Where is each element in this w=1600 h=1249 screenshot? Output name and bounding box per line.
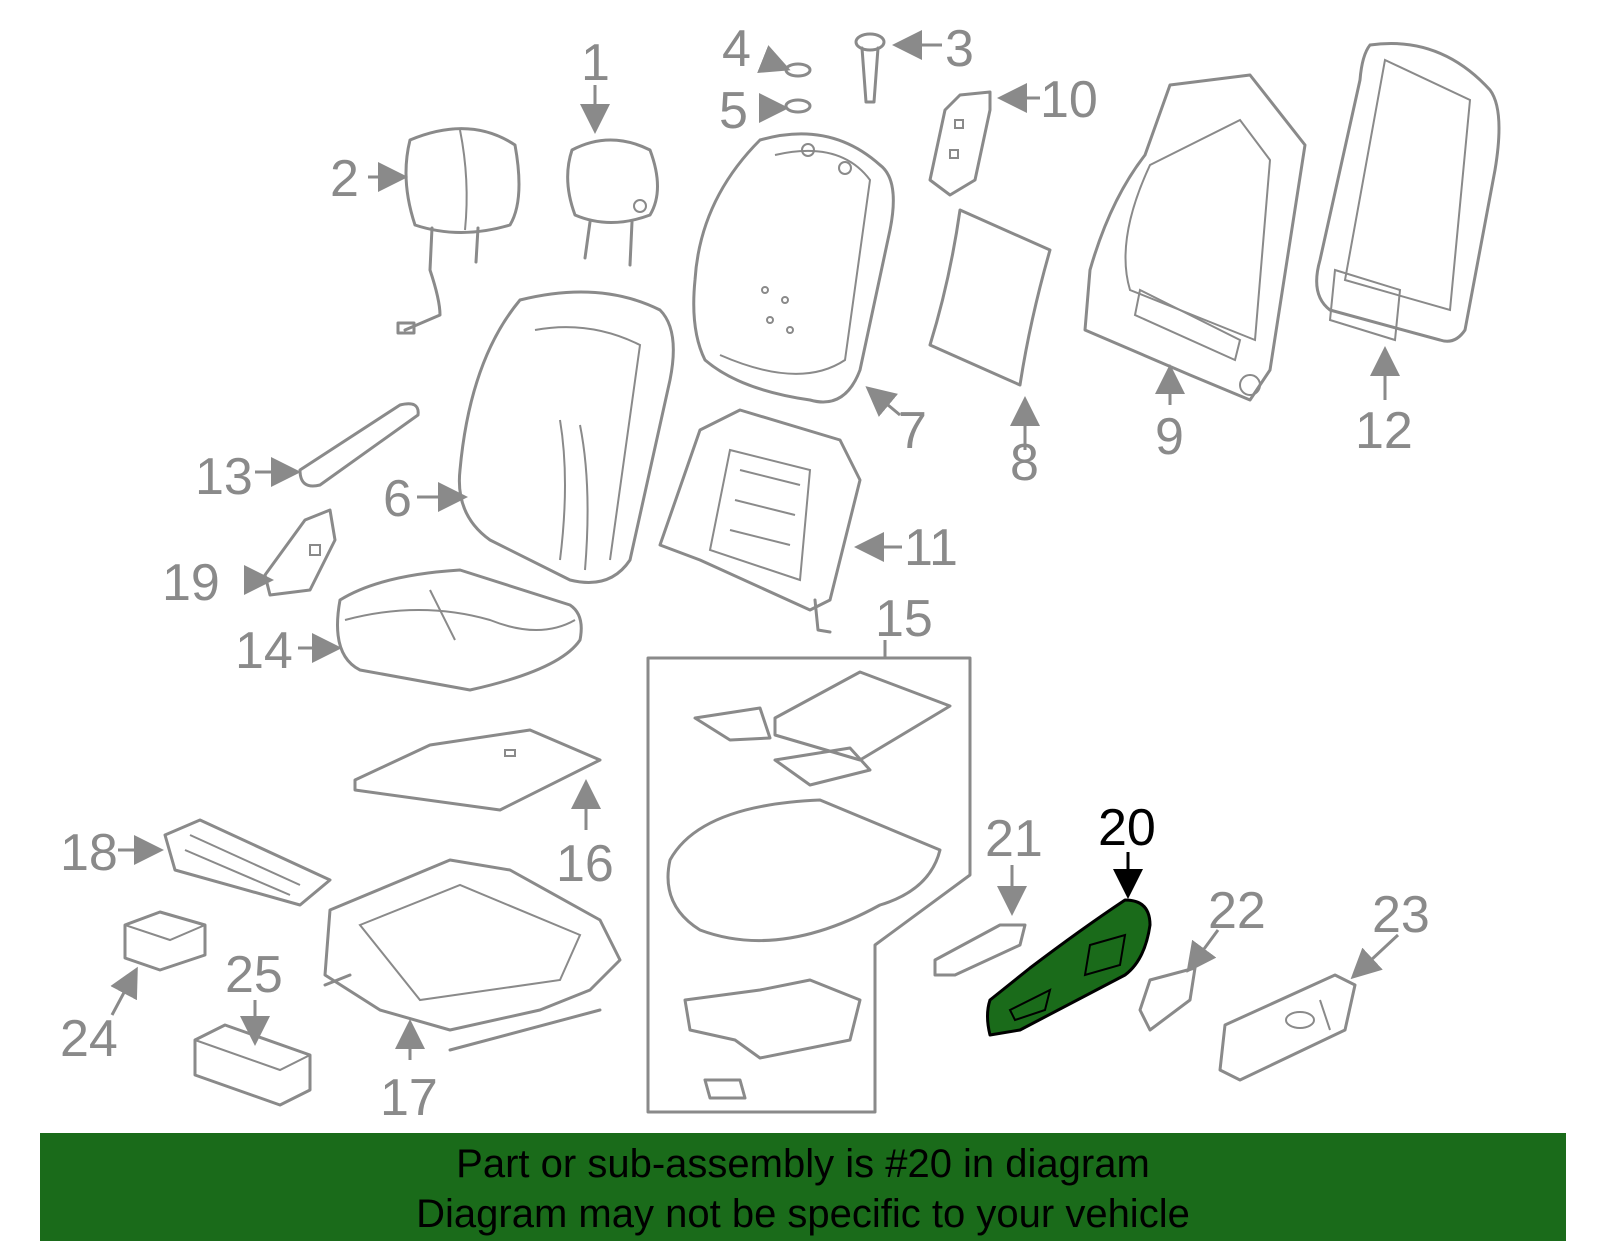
part-24-module	[123, 910, 207, 972]
callout-16: 16	[556, 835, 614, 893]
part-23-seat-switch-assembly	[1218, 973, 1357, 1082]
callout-6: 6	[383, 470, 412, 528]
part-11-back-suspension	[658, 408, 862, 634]
callout-4: 4	[722, 20, 751, 78]
banner-line-1: Part or sub-assembly is #20 in diagram	[456, 1142, 1150, 1186]
callout-25: 25	[225, 946, 283, 1004]
part-19-bracket	[263, 508, 337, 597]
callout-22: 22	[1208, 882, 1266, 940]
leader-lines	[110, 30, 1400, 1060]
part-3-headrest-guide	[854, 32, 886, 104]
part-13-trim-strip	[298, 402, 420, 488]
part-16-heater-mat	[353, 728, 602, 812]
part-4-grommet	[784, 62, 812, 78]
callout-numbers: 1 2 3 4 5 6 7 8 9 10 11 12 13 14 15 16 1…	[60, 20, 1430, 1127]
callout-12: 12	[1355, 402, 1413, 460]
part-12-rear-back-panel	[1315, 41, 1501, 343]
callout-8: 8	[1010, 434, 1039, 492]
part-10-bracket	[928, 90, 992, 197]
part-17-seat-frame	[323, 858, 622, 1052]
callout-1: 1	[581, 34, 610, 92]
callout-23: 23	[1372, 886, 1430, 944]
callout-17: 17	[380, 1069, 438, 1127]
part-7-seatback-cover	[692, 132, 895, 404]
callout-24: 24	[60, 1010, 118, 1068]
notice-banner: Part or sub-assembly is #20 in diagram D…	[40, 1133, 1566, 1241]
part-6-seatback-trim	[457, 290, 675, 584]
part-2-headrest-with-cable	[396, 127, 521, 335]
part-25-control-module	[193, 1023, 312, 1107]
part-5-grommet	[784, 98, 812, 114]
callout-7: 7	[898, 402, 927, 460]
callout-19: 19	[162, 554, 220, 612]
callout-15: 15	[875, 590, 933, 648]
callout-10: 10	[1040, 71, 1098, 129]
part-18-cushion-pad	[163, 818, 332, 907]
callout-5: 5	[719, 82, 748, 140]
part-8-back-panel	[928, 208, 1052, 387]
part-1-headrest	[566, 138, 659, 267]
callout-11: 11	[904, 519, 958, 577]
callout-13: 13	[195, 448, 253, 506]
callout-3: 3	[945, 20, 974, 78]
part-9-seatback-frame	[1083, 73, 1307, 402]
callout-20-highlighted: 20	[1098, 799, 1156, 857]
part-20-side-shield-highlighted	[986, 898, 1152, 1037]
callout-9: 9	[1155, 408, 1184, 466]
part-21-bracket	[933, 923, 1027, 977]
callout-2: 2	[330, 150, 359, 208]
callout-18: 18	[60, 824, 118, 882]
part-22-bezel	[1138, 966, 1197, 1032]
part-14-cushion-cover	[336, 568, 583, 692]
part-15-cushion-group-box	[646, 656, 972, 1114]
banner-line-2: Diagram may not be specific to your vehi…	[416, 1192, 1190, 1236]
banner-background	[40, 1133, 1566, 1241]
callout-14: 14	[235, 622, 293, 680]
callout-21: 21	[985, 810, 1043, 868]
